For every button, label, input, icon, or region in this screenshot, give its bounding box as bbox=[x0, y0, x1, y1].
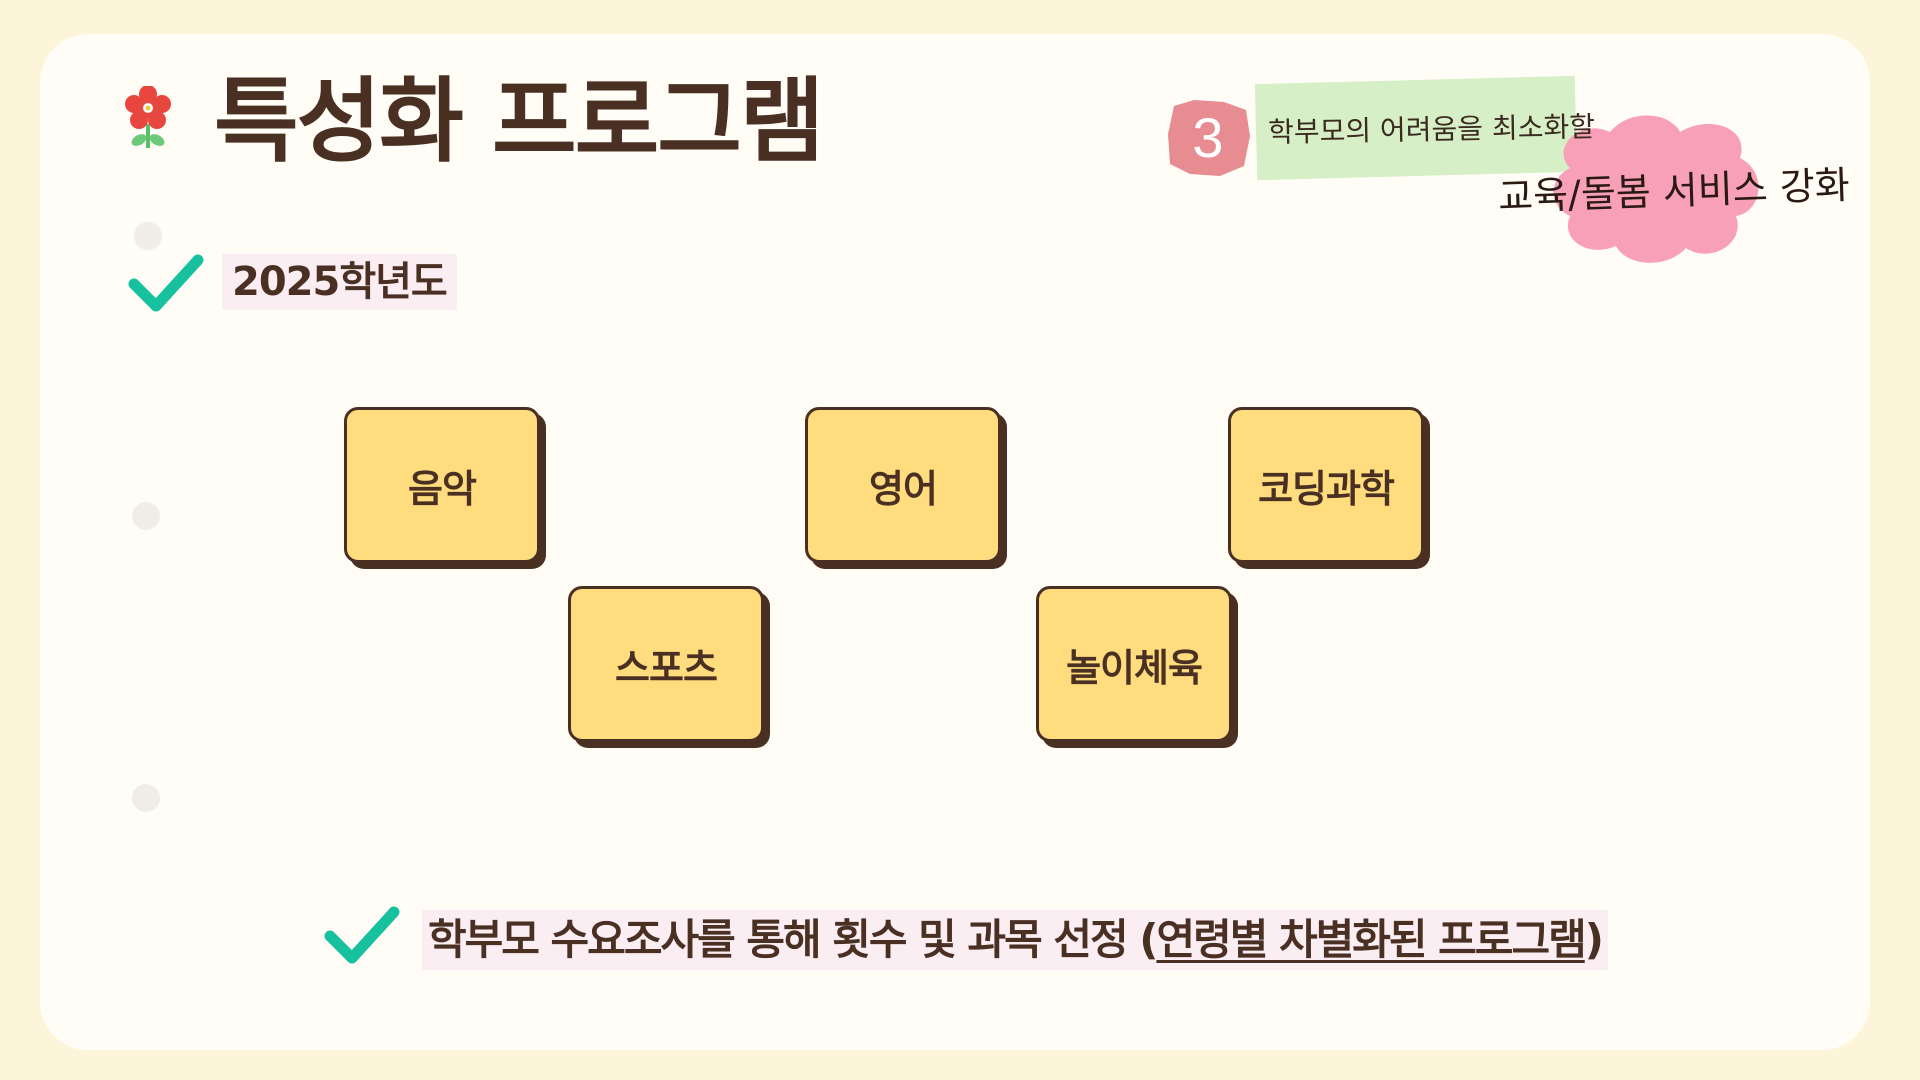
year-label: 2025학년도 bbox=[222, 254, 457, 310]
badge-number: 3 bbox=[1192, 106, 1224, 169]
bullet-dot bbox=[132, 502, 160, 530]
flower-icon bbox=[125, 86, 171, 148]
bottom-prefix: 학부모 수요조사를 통해 횟수 및 과목 선정 ( bbox=[428, 915, 1158, 964]
bullet-dot bbox=[134, 222, 162, 250]
note-line-1: 학부모의 어려움을 최소화할 bbox=[1267, 110, 1596, 149]
program-card: 스포츠 bbox=[568, 586, 764, 742]
program-card: 놀이체육 bbox=[1036, 586, 1232, 742]
program-card: 코딩과학 bbox=[1228, 407, 1424, 563]
number-badge bbox=[1168, 100, 1250, 176]
bottom-summary: 학부모 수요조사를 통해 횟수 및 과목 선정 (연령별 차별화된 프로그램) bbox=[422, 910, 1608, 970]
bottom-emphasis: 연령별 차별화된 프로그램 bbox=[1156, 915, 1586, 964]
pink-blob bbox=[1553, 115, 1759, 263]
bullet-dot bbox=[132, 784, 160, 812]
program-card: 음악 bbox=[344, 407, 540, 563]
program-card: 영어 bbox=[805, 407, 1001, 563]
check-icon bbox=[324, 906, 400, 964]
bottom-suffix: ) bbox=[1584, 915, 1604, 964]
page-title: 특성화 프로그램 bbox=[214, 68, 825, 175]
check-icon bbox=[128, 254, 204, 312]
